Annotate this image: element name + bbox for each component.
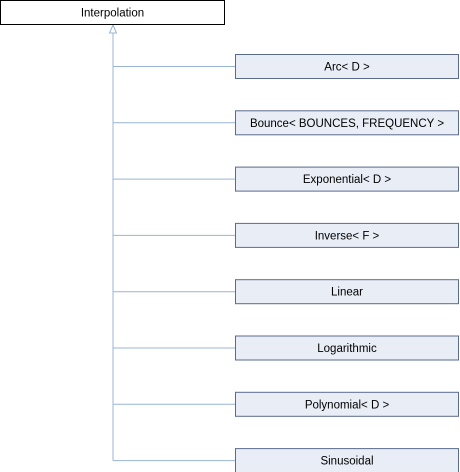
derived-classes: Arc< D > Bounce< BOUNCES, FREQUENCY > Expo… xyxy=(235,54,459,472)
derived-class-node-logarithmic[interactable]: Logarithmic xyxy=(235,335,459,361)
derived-class-node-inverse-f[interactable]: Inverse< F > xyxy=(235,222,459,248)
derived-class-label: Inverse< F > xyxy=(315,230,380,242)
derived-class-box xyxy=(235,279,459,305)
derived-class-label: Arc< D > xyxy=(324,62,370,74)
base-class-box xyxy=(0,0,225,25)
derived-class-label: Linear xyxy=(331,287,363,299)
derived-class-box xyxy=(235,166,459,192)
derived-class-box xyxy=(235,335,459,361)
derived-class-label: Polynomial< D > xyxy=(305,399,390,411)
derived-class-node-linear[interactable]: Linear xyxy=(235,279,459,305)
base-class-label: Interpolation xyxy=(81,8,144,20)
edges xyxy=(112,33,236,462)
derived-class-box xyxy=(235,54,459,79)
derived-class-label: Exponential< D > xyxy=(303,174,392,186)
derived-class-node-sinusoidal[interactable]: Sinusoidal xyxy=(235,448,459,472)
derived-class-box xyxy=(235,110,459,136)
derived-class-node-arc-d[interactable]: Arc< D > xyxy=(235,54,459,79)
derived-class-label: Bounce< BOUNCES, FREQUENCY > xyxy=(250,118,444,130)
derived-class-node-polynomial-d[interactable]: Polynomial< D > xyxy=(235,391,459,417)
derived-class-box xyxy=(235,391,459,417)
derived-class-label: Sinusoidal xyxy=(320,456,373,468)
derived-class-box xyxy=(235,222,459,248)
inheritance-arrowhead xyxy=(108,23,118,34)
derived-class-node-bounce-bounces-frequency[interactable]: Bounce< BOUNCES, FREQUENCY > xyxy=(235,110,459,136)
derived-class-box xyxy=(235,448,459,472)
derived-class-label: Logarithmic xyxy=(317,343,377,355)
derived-class-node-exponential-d[interactable]: Exponential< D > xyxy=(235,166,459,192)
base-class-node[interactable]: Interpolation xyxy=(0,0,225,25)
